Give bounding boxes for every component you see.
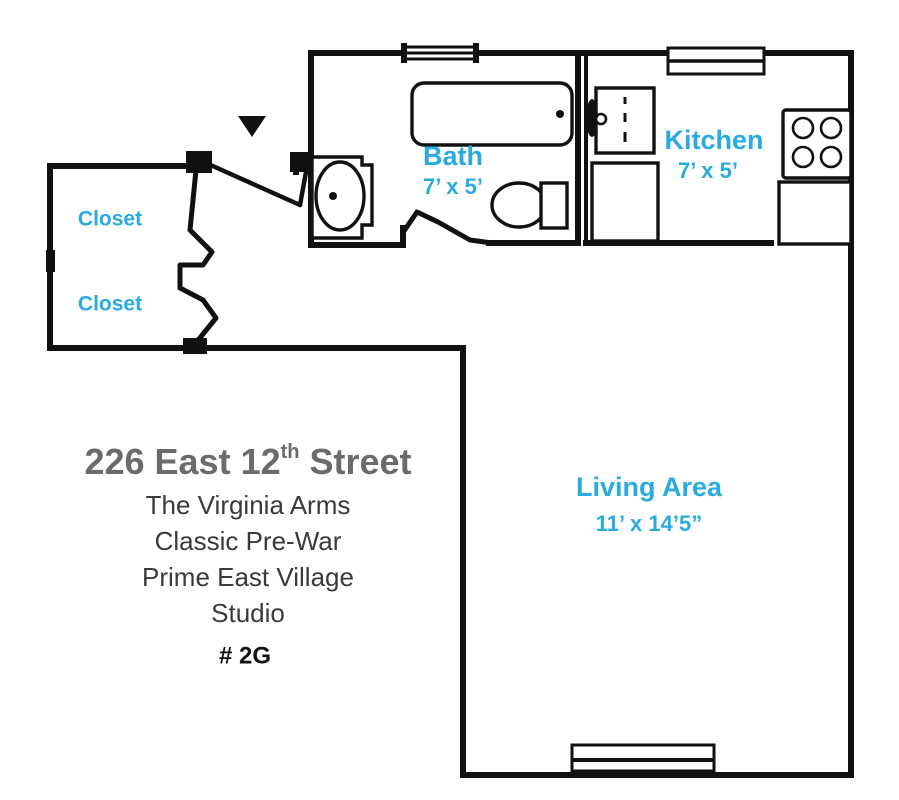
bathtub-drain bbox=[556, 110, 564, 118]
kitchen-label: Kitchen bbox=[664, 125, 763, 155]
bathtub bbox=[410, 81, 574, 147]
entry-door bbox=[203, 160, 309, 208]
page-title: 226 East 12th Street bbox=[84, 441, 411, 482]
windows bbox=[401, 43, 766, 773]
building-name: The Virginia Arms bbox=[146, 490, 351, 520]
burner-front-right bbox=[819, 116, 843, 140]
bath-door-hinge bbox=[290, 152, 309, 172]
bath-window-jamb-left bbox=[401, 43, 407, 63]
entry-door-hinge bbox=[186, 151, 212, 173]
closet-door-upper bbox=[177, 167, 215, 291]
bath-dimensions: 7’ x 5’ bbox=[423, 174, 483, 199]
unit-type: Studio bbox=[211, 598, 285, 628]
toilet-tank bbox=[539, 181, 569, 230]
entry-door-leaf bbox=[203, 160, 303, 208]
unit-number: # 2G bbox=[219, 642, 271, 669]
toilet-bowl bbox=[490, 181, 548, 229]
bath-window bbox=[401, 43, 479, 63]
wall-jog-notch bbox=[46, 250, 55, 272]
entry-door-return bbox=[297, 169, 309, 208]
address-street-word: Street bbox=[300, 441, 412, 482]
closet-lower-leaf bbox=[177, 285, 219, 347]
burner-back-right bbox=[819, 145, 843, 169]
kitchen-counter bbox=[777, 180, 853, 246]
entry-arrow-triangle bbox=[238, 116, 266, 137]
closet-upper-leaf bbox=[177, 167, 215, 291]
kitchen-sink bbox=[586, 86, 656, 155]
kitchen-faucet bbox=[586, 99, 598, 137]
doors bbox=[177, 160, 495, 347]
kitchen-sink-drain bbox=[594, 112, 608, 126]
bathroom-door bbox=[401, 209, 495, 246]
bath-window-jamb-right bbox=[473, 43, 479, 63]
burner-back-left bbox=[791, 145, 815, 169]
refrigerator bbox=[590, 161, 660, 243]
address-street-number: 226 East 12 bbox=[84, 441, 280, 482]
bathroom-sink-vanity bbox=[310, 155, 374, 240]
bathroom-door-leaf bbox=[401, 209, 495, 246]
entry-direction-arrow bbox=[238, 116, 266, 137]
kitchen-dimensions: 7’ x 5’ bbox=[678, 158, 738, 183]
title-block: 226 East 12th Street The Virginia Arms C… bbox=[84, 441, 411, 670]
sink-drain bbox=[329, 192, 337, 200]
sink-basin bbox=[314, 160, 366, 232]
toilet bbox=[490, 181, 569, 230]
building-style: Classic Pre-War bbox=[155, 526, 342, 556]
interior-walls bbox=[293, 50, 774, 248]
neighborhood: Prime East Village bbox=[142, 562, 354, 592]
stove-top bbox=[781, 108, 853, 180]
bath-label: Bath bbox=[423, 141, 483, 171]
bathtub-basin bbox=[410, 81, 574, 147]
kitchen-window bbox=[666, 46, 766, 76]
burner-front-left bbox=[791, 116, 815, 140]
closet-upper-label: Closet bbox=[78, 208, 142, 231]
closet-lower-label: Closet bbox=[78, 293, 142, 316]
address-ordinal-suffix: th bbox=[281, 441, 300, 463]
bath-fixtures bbox=[310, 81, 574, 240]
kitchen-fixtures bbox=[586, 86, 853, 246]
living-area-label: Living Area bbox=[576, 472, 723, 502]
living-area-window bbox=[570, 743, 716, 773]
living-area-dimensions: 11’ x 14’5” bbox=[596, 511, 702, 536]
closet-door-lower bbox=[177, 285, 219, 347]
room-labels: Bath 7’ x 5’ Kitchen 7’ x 5’ Living Area… bbox=[78, 125, 764, 536]
stove-range bbox=[781, 108, 853, 180]
